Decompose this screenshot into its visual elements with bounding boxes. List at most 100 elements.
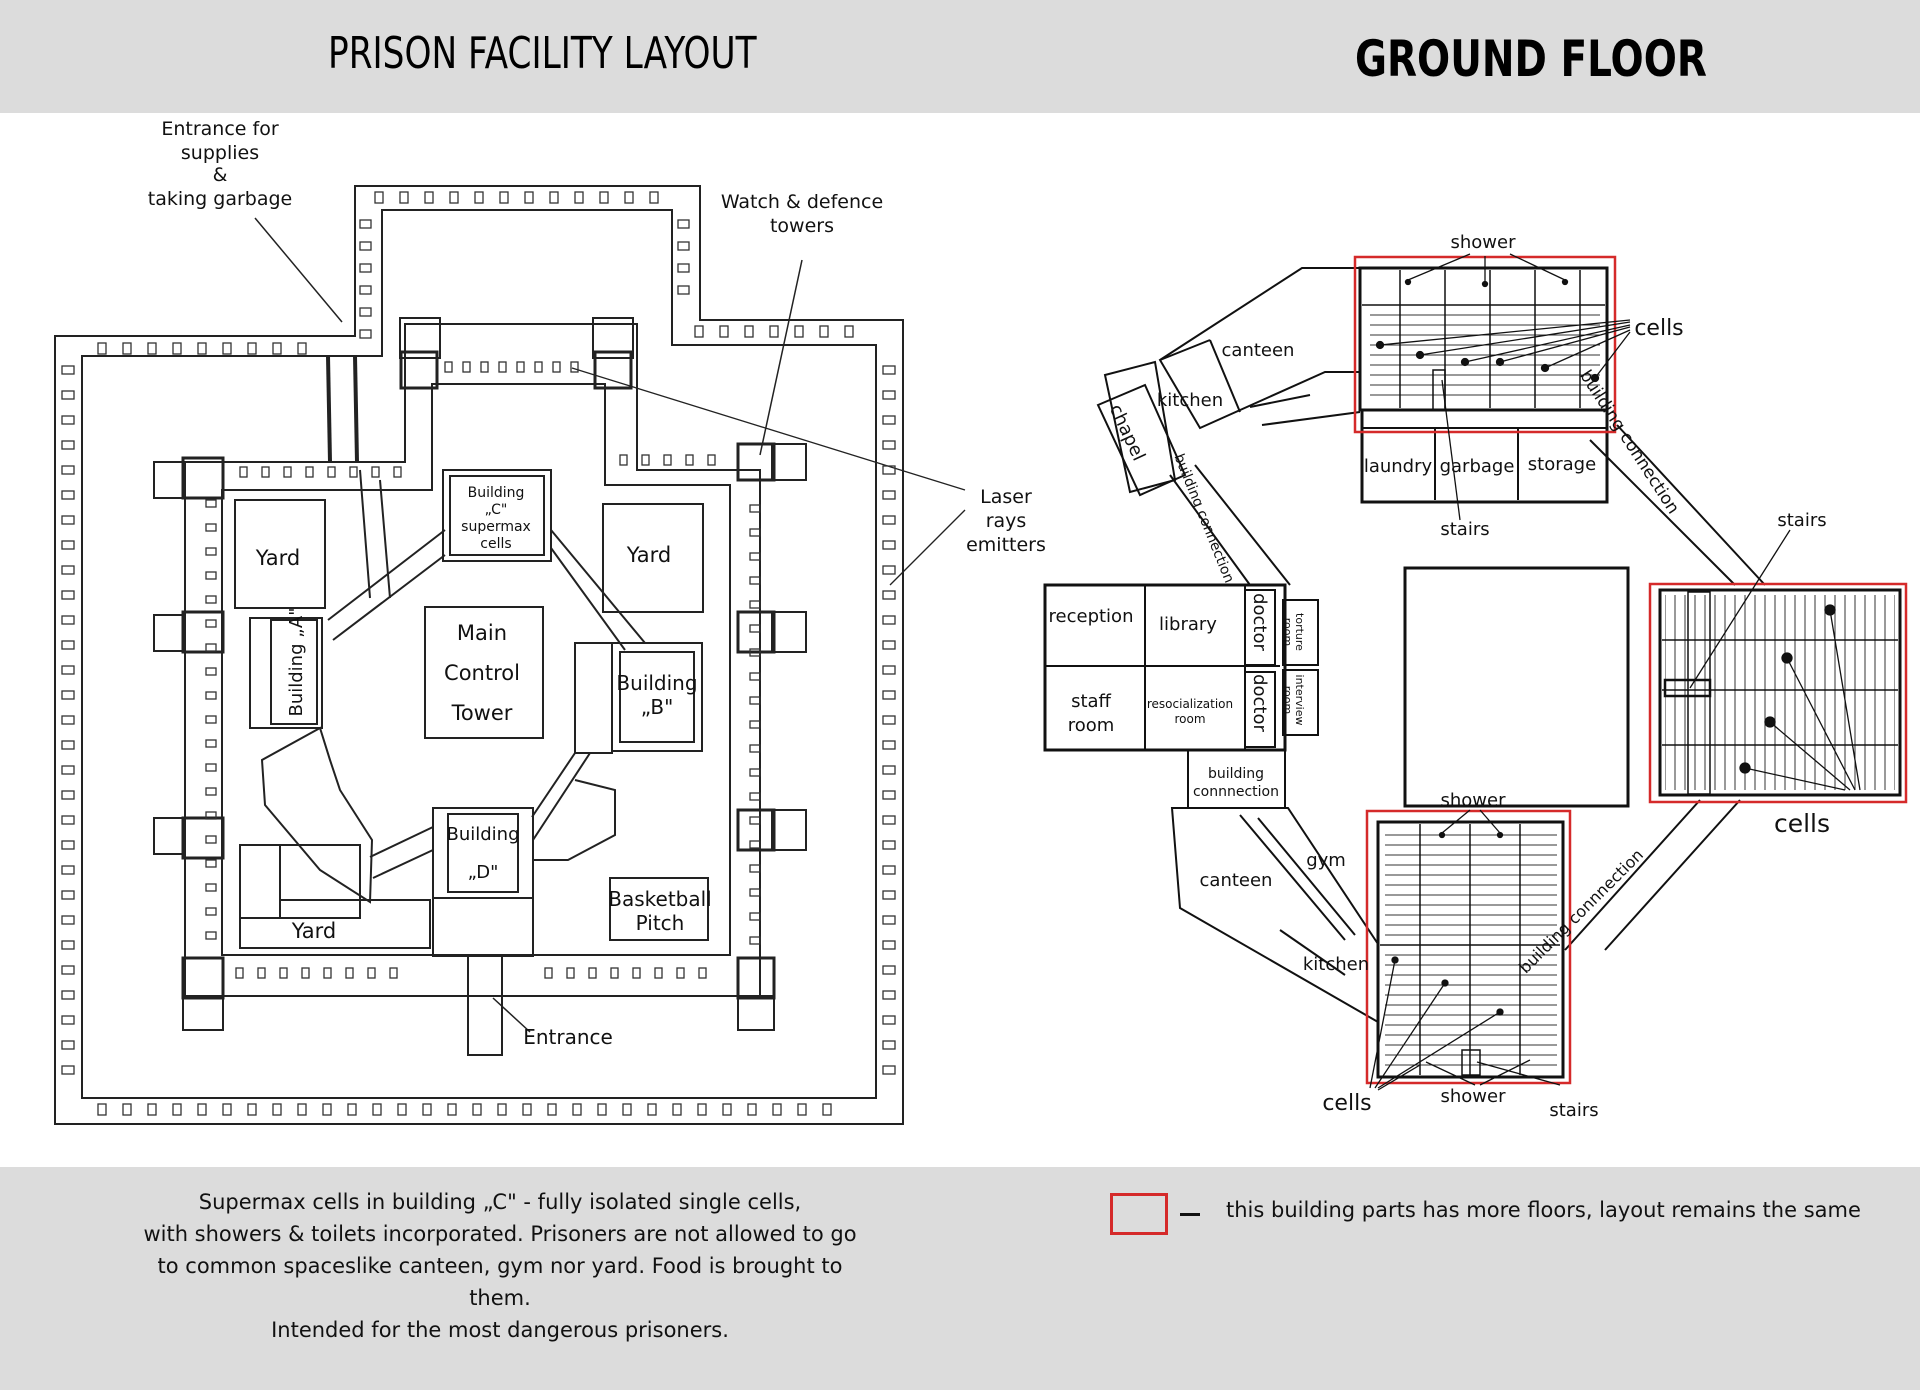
wall-emitter: [547, 1103, 557, 1116]
canteen-top-label: canteen: [1222, 340, 1295, 361]
legend-text: this building parts has more floors, lay…: [1226, 1198, 1861, 1222]
outer-wall-inner: [81, 209, 877, 1099]
wall-emitter: [205, 835, 217, 844]
legend-red-box: [1110, 1193, 1168, 1235]
wall-emitter: [283, 466, 292, 478]
wall-emitter: [205, 643, 217, 652]
wall-emitter: [882, 965, 896, 975]
wall-emitter: [359, 219, 372, 229]
legend-dash: [1180, 1213, 1200, 1216]
wall-emitter: [197, 1103, 207, 1116]
wall-emitter: [322, 1103, 332, 1116]
wall-emitter: [367, 967, 376, 979]
wall-emitter: [349, 466, 358, 478]
reception-label: reception: [1049, 606, 1134, 627]
wall-emitter: [480, 361, 489, 373]
wall-emitter: [444, 361, 453, 373]
wall-emitter: [447, 1103, 457, 1116]
wall-emitter: [205, 811, 217, 820]
wall-emitter: [472, 1103, 482, 1116]
wall-emitter: [327, 466, 336, 478]
supermax-note-line: with showers & toilets incorporated. Pri…: [143, 1222, 857, 1246]
wall-emitter: [882, 515, 896, 525]
wall-emitter: [239, 466, 248, 478]
wall-emitter: [654, 967, 663, 979]
wall-emitter: [422, 1103, 432, 1116]
wall-emitter: [61, 665, 75, 675]
wall-emitter: [205, 859, 217, 868]
wall-emitter: [549, 191, 559, 204]
wall-emitter: [359, 307, 372, 317]
wall-emitter: [749, 768, 761, 777]
cells-right-label: cells: [1774, 809, 1830, 838]
torture-room-label: tortureroom: [1281, 613, 1306, 651]
wall-emitter: [424, 191, 434, 204]
wall-emitter: [552, 361, 561, 373]
wall-emitter: [677, 263, 690, 273]
cells-bottom-label: cells: [1322, 1091, 1371, 1116]
wall-emitter: [882, 590, 896, 600]
wall-emitter: [61, 490, 75, 500]
wall-emitter: [61, 640, 75, 650]
inner-wall-inner: [221, 383, 731, 956]
wall-emitter: [272, 342, 282, 355]
wall-emitter: [297, 342, 307, 355]
wall-emitter: [222, 342, 232, 355]
wall-emitter: [372, 1103, 382, 1116]
entrance-label: Entrance: [523, 1025, 613, 1049]
wall-emitter: [147, 342, 157, 355]
building-b-label: Building„B": [616, 671, 697, 719]
wall-emitter: [371, 466, 380, 478]
outer-wall: [54, 185, 904, 1125]
wall-emitter: [707, 454, 716, 466]
wall-emitter: [257, 967, 266, 979]
wall-emitter: [61, 890, 75, 900]
facility-plan: [54, 185, 966, 1125]
wall-emitter: [882, 415, 896, 425]
wall-emitter: [882, 865, 896, 875]
inner-wall: [184, 323, 761, 997]
watch-towers: [153, 317, 807, 1031]
wall-emitter: [205, 547, 217, 556]
wall-emitter: [597, 1103, 607, 1116]
wall-emitter: [61, 365, 75, 375]
facility-layout-title: PRISON FACILITY LAYOUT: [328, 28, 757, 79]
wall-emitter: [247, 342, 257, 355]
wall-emitter: [374, 191, 384, 204]
shower-bottom2-label: shower: [1441, 1086, 1507, 1107]
building-a: [249, 617, 323, 729]
wall-emitter: [622, 1103, 632, 1116]
wall-emitter: [305, 466, 314, 478]
wall-emitter: [61, 990, 75, 1000]
wall-emitter: [399, 191, 409, 204]
wall-emitter: [749, 696, 761, 705]
wall-emitter: [497, 1103, 507, 1116]
wall-emitter: [749, 816, 761, 825]
wall-emitter: [599, 191, 609, 204]
wall-emitter: [882, 840, 896, 850]
wall-emitter: [749, 912, 761, 921]
wall-emitter: [769, 325, 779, 338]
wall-emitter: [544, 967, 553, 979]
wall-emitter: [882, 440, 896, 450]
supermax-note-line: Intended for the most dangerous prisoner…: [271, 1318, 729, 1342]
wall-emitter: [882, 1065, 896, 1075]
wall-emitter: [749, 576, 761, 585]
wall-emitter: [588, 967, 597, 979]
wall-emitter: [882, 1040, 896, 1050]
yard-bottom: [239, 844, 361, 919]
wall-emitter: [882, 1015, 896, 1025]
wall-emitter: [197, 342, 207, 355]
wall-emitter: [722, 1103, 732, 1116]
wall-emitter: [698, 967, 707, 979]
wall-emitter: [572, 1103, 582, 1116]
wall-emitter: [122, 1103, 132, 1116]
wall-emitter: [749, 888, 761, 897]
wall-emitter: [749, 864, 761, 873]
wall-emitter: [772, 1103, 782, 1116]
wall-emitter: [61, 715, 75, 725]
cells-top-label: cells: [1634, 316, 1683, 341]
wall-emitter: [641, 454, 650, 466]
